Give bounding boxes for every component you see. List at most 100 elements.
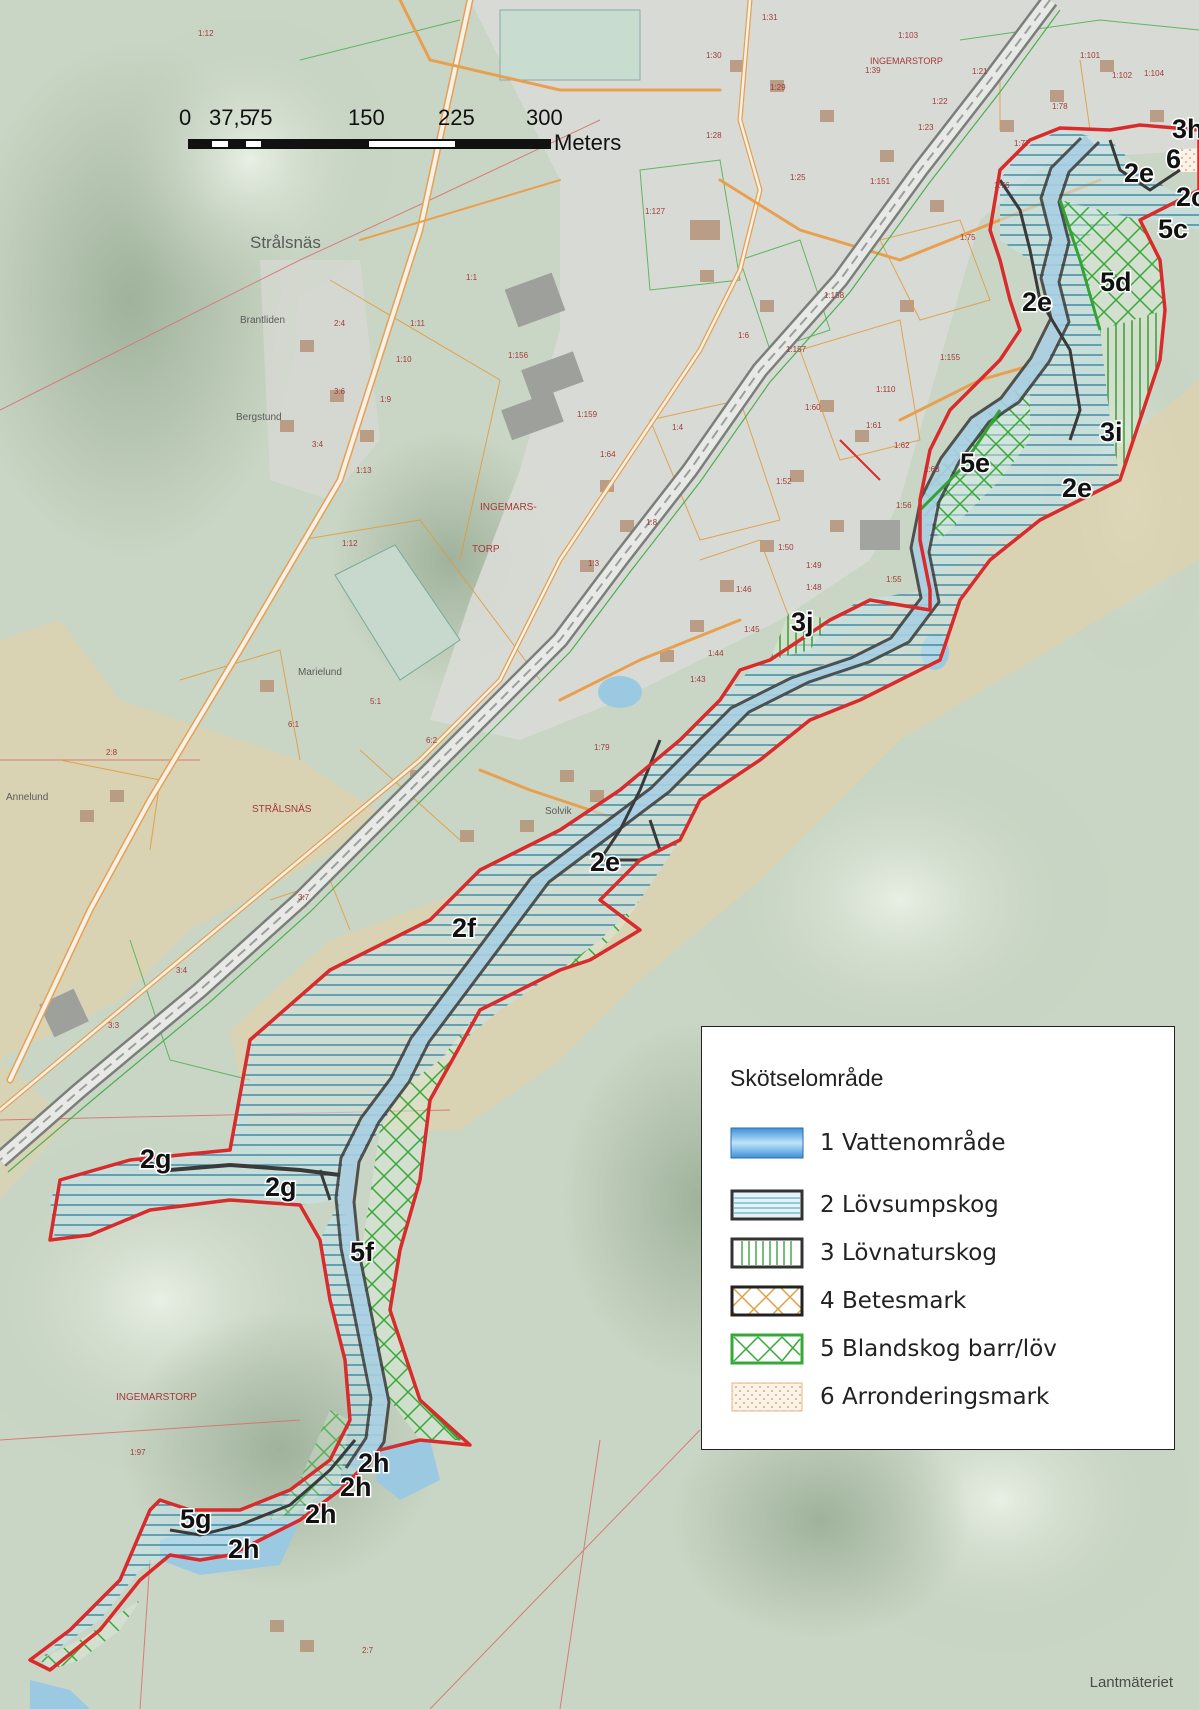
parcel-label: 1:29 [770, 83, 786, 92]
parcel-label: 1:11 [410, 319, 426, 328]
parcel-label: 1:25 [790, 173, 806, 182]
scale-tick: 150 [348, 105, 385, 130]
parcel-label: 1:46 [736, 585, 752, 594]
parcel-label: 1:79 [594, 743, 610, 752]
area-label: 2f [452, 913, 477, 943]
parcel-label: 1:64 [600, 450, 616, 459]
parcel-label: 1:6 [738, 331, 750, 340]
dotted-swatch-icon [731, 1382, 803, 1412]
place-stralsnas-caps: STRÅLSNÄS [252, 802, 312, 815]
parcel-label: 1:102 [1112, 71, 1133, 80]
area-label: 2e [1022, 287, 1052, 317]
parcel-label: 1:61 [866, 421, 882, 430]
parcel-label: 1:45 [744, 625, 760, 634]
parcel-label: 1:52 [776, 477, 792, 486]
parcel-label: 1:21 [972, 67, 988, 76]
parcel-label: 1:44 [708, 649, 724, 658]
scale-bar: 0 37,5 75 150 225 300 Meters [179, 105, 621, 155]
parcel-label: 1:30 [706, 51, 722, 60]
place-stralsnas: Strålsnäs [250, 233, 321, 252]
parcel-label: 1:55 [886, 575, 902, 584]
parcel-label: 6:2 [426, 736, 438, 745]
place-ingemarstorp-1: INGEMARS- [480, 502, 537, 513]
scale-unit: Meters [554, 130, 622, 155]
parcel-label: 1:43 [690, 675, 706, 684]
area-label: 3i [1100, 417, 1123, 447]
area-label: 2h [340, 1472, 372, 1502]
parcel-label: 3:4 [312, 440, 324, 449]
area-label: 2g [265, 1172, 297, 1202]
area-label: 2g [140, 1144, 172, 1174]
parcel-label: 1:156 [508, 351, 529, 360]
parcel-label: 1:78 [1052, 102, 1068, 111]
legend-label: 5 Blandskog barr/löv [820, 1336, 1057, 1362]
legend-label: 4 Betesmark [820, 1288, 967, 1314]
green-crosshatch-swatch-icon [730, 1333, 804, 1365]
area-label: 2e [1062, 473, 1092, 503]
scale-tick: 225 [438, 105, 475, 130]
place-solvik: Solvik [545, 806, 573, 817]
parcel-label: 1:77 [1014, 139, 1030, 148]
parcel-label: 1:8 [646, 518, 658, 527]
legend-title: Skötselområde [730, 1065, 884, 1091]
area-label: 3h [1172, 114, 1199, 144]
parcel-label: 1:23 [918, 123, 934, 132]
scale-tick: 37,5 [209, 105, 252, 130]
parcel-label: 1:62 [894, 441, 910, 450]
scale-tick: 75 [248, 105, 273, 130]
parcel-label: 1:101 [1080, 51, 1101, 60]
area-label: 2c [1176, 182, 1199, 212]
area-label: 5g [180, 1504, 212, 1534]
parcel-label: 1:75 [960, 233, 976, 242]
parcel-label: 6:1 [288, 720, 300, 729]
scale-tick: 300 [526, 105, 563, 130]
area-label: 5e [960, 448, 990, 478]
parcel-label: 1:28 [706, 131, 722, 140]
parcel-label: 1:110 [876, 385, 896, 394]
parcel-label: 1:10 [396, 355, 412, 364]
parcel-label: 1:3 [588, 559, 600, 568]
parcel-label: 1:56 [896, 501, 912, 510]
parcel-label: 1:49 [806, 561, 822, 570]
parcel-label: 1:159 [577, 410, 598, 419]
parcel-label: 3:7 [298, 893, 310, 902]
parcel-label: 1:151 [870, 177, 891, 186]
parcel-label: 1:60 [805, 403, 821, 412]
horizontal-hatch-swatch-icon [730, 1189, 804, 1221]
parcel-label: 1:103 [898, 31, 919, 40]
area-label: 6 [1166, 144, 1181, 174]
parcel-label: 5:1 [370, 697, 382, 706]
scale-bar-graphic [188, 139, 551, 149]
water-swatch-icon [730, 1127, 804, 1159]
vertical-hatch-swatch-icon [730, 1237, 804, 1269]
parcel-label: 1:12 [198, 29, 214, 38]
map-credit: Lantmäteriet [1089, 1674, 1173, 1691]
parcel-label: 3:4 [176, 966, 188, 975]
area-label: 5d [1100, 267, 1132, 297]
area-label: 2h [358, 1448, 390, 1478]
area-label: 5f [350, 1237, 375, 1267]
legend-label: 1 Vattenområde [820, 1130, 1006, 1156]
parcel-label: 1:9 [380, 395, 392, 404]
parcel-label: 1:97 [130, 1448, 146, 1457]
parcel-label: 1:22 [932, 97, 948, 106]
parcel-label: 2:7 [362, 1646, 374, 1655]
legend: Skötselområde 1 Vattenområde 2 Lövsumpsk… [701, 1026, 1175, 1450]
parcel-label: 1:13 [356, 466, 372, 475]
area-label: 3j [791, 607, 814, 637]
place-annelund: Annelund [6, 792, 48, 803]
parcel-label: 1:127 [645, 207, 666, 216]
area-label: 2h [228, 1534, 260, 1564]
area-label: 5c [1158, 214, 1188, 244]
parcel-label: 3:6 [334, 387, 346, 396]
parcel-label: 3:3 [108, 1021, 120, 1030]
place-ingemarstorp-top: INGEMARSTORP [870, 56, 943, 66]
parcel-label: 1:155 [940, 353, 961, 362]
place-ingemarstorp-sw: INGEMARSTORP [116, 1392, 197, 1403]
parcel-label: 1:4 [672, 423, 684, 432]
place-brantliden: Brantliden [240, 315, 285, 326]
legend-label: 6 Arronderingsmark [820, 1384, 1050, 1410]
scale-tick: 0 [179, 105, 192, 130]
